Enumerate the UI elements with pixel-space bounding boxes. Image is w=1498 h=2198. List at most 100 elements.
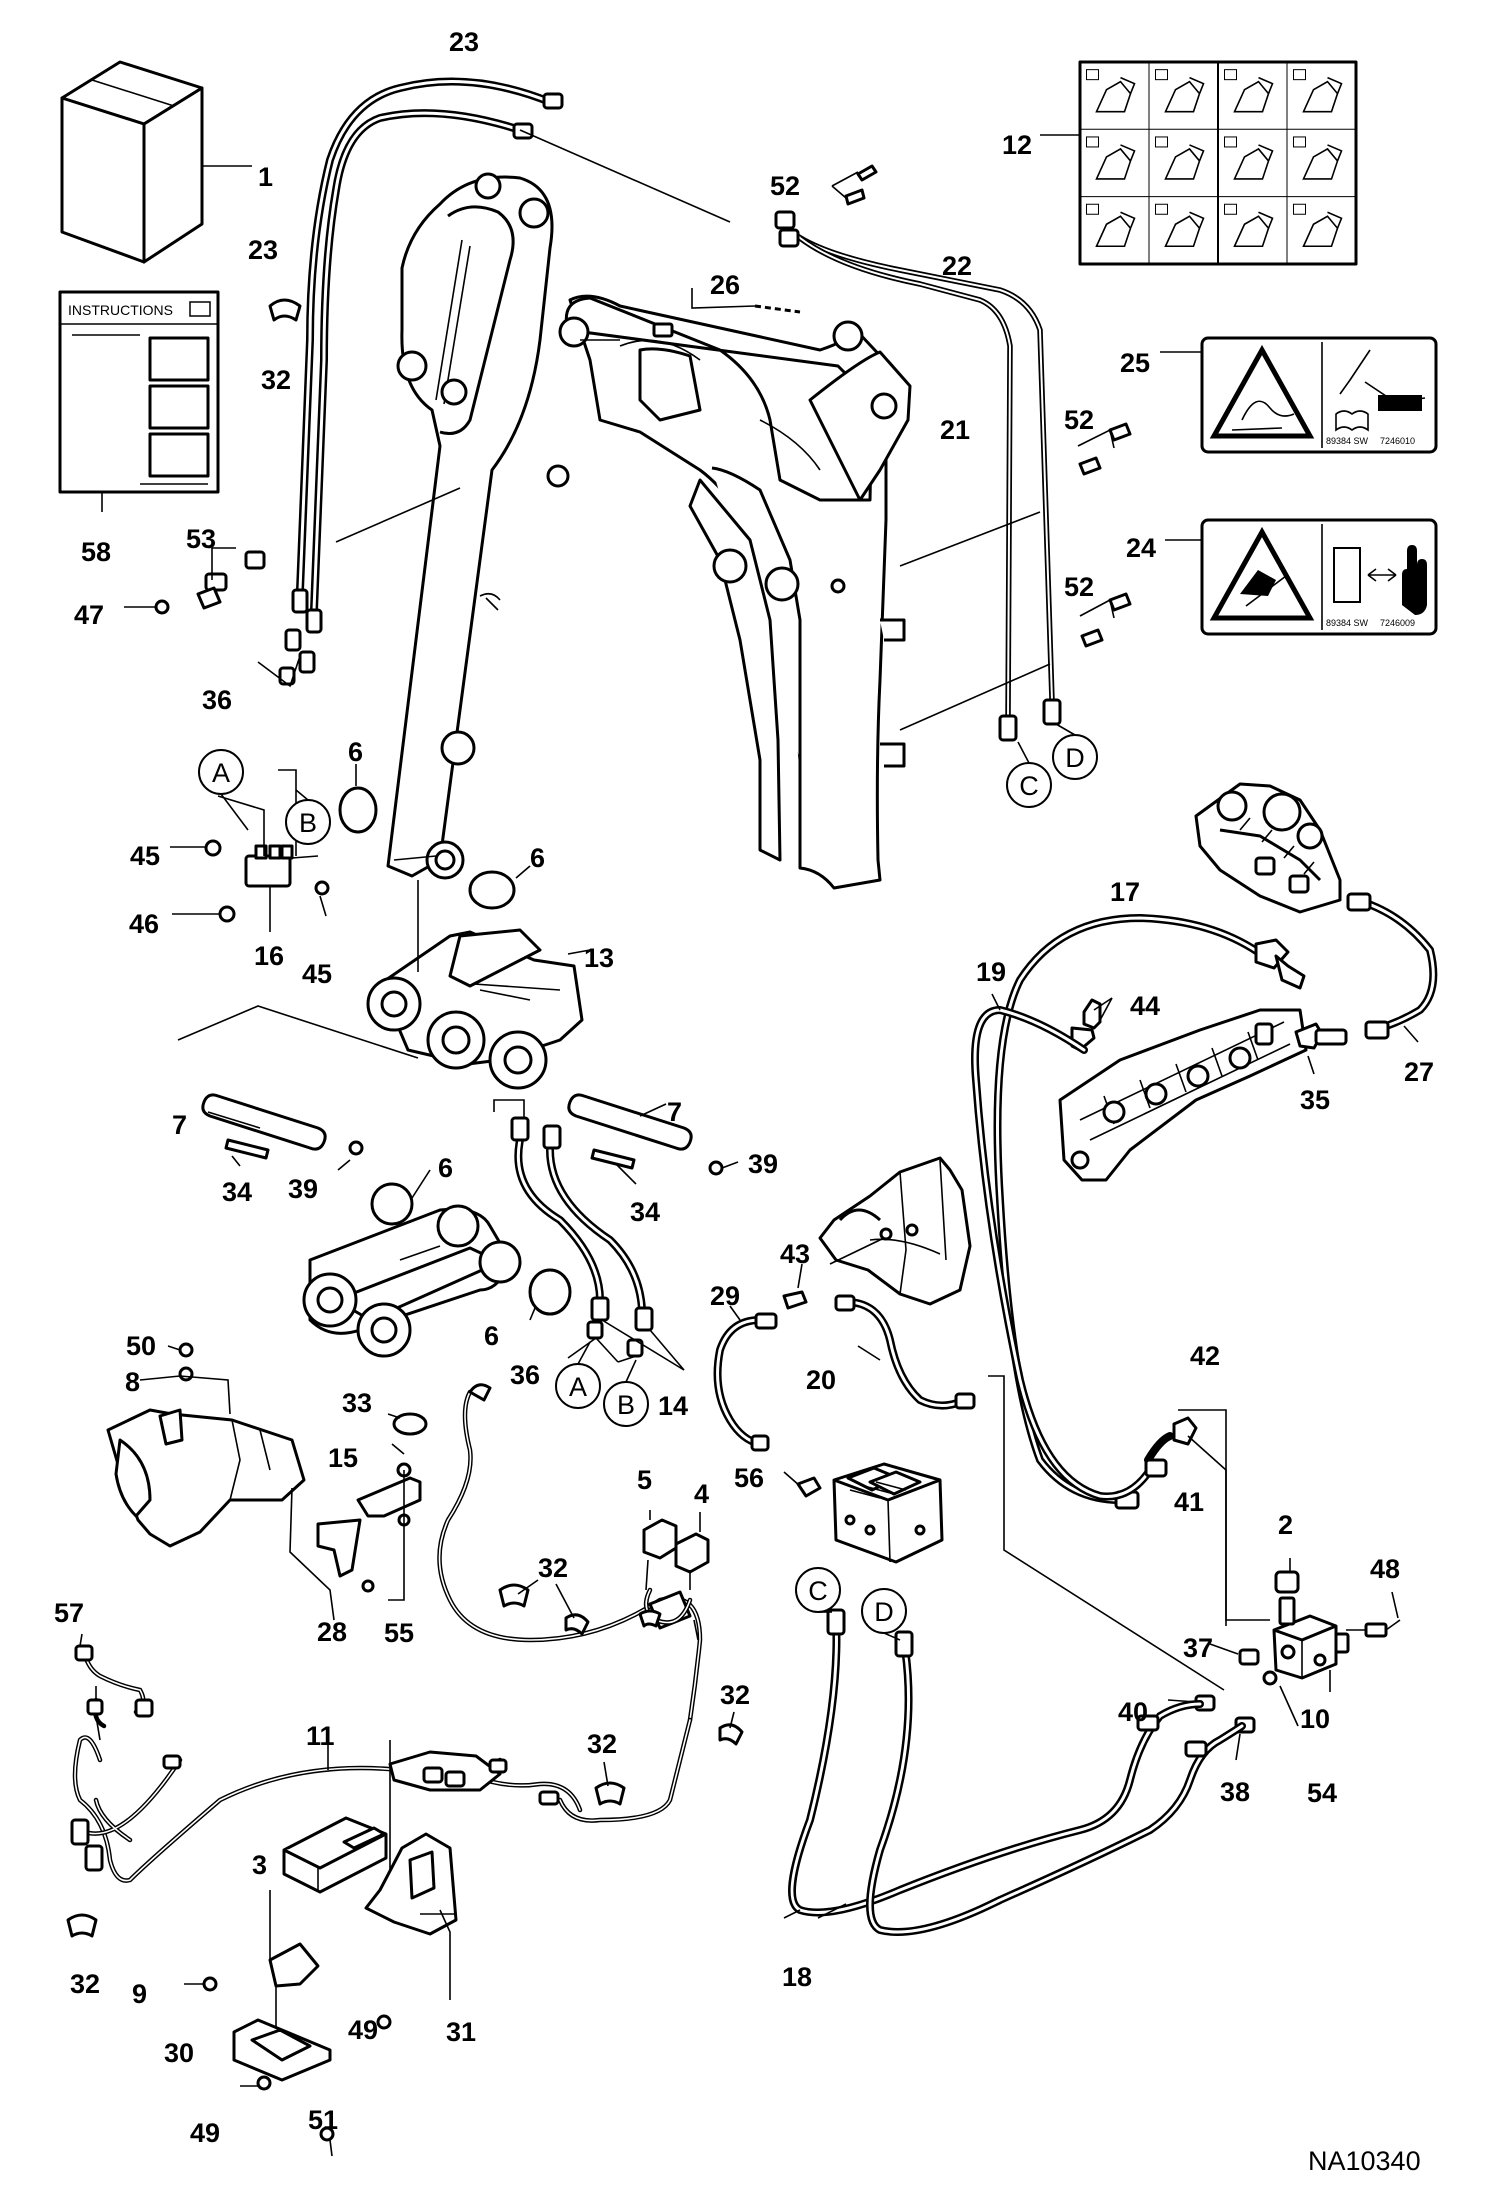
connection-label-d: D (1065, 743, 1085, 773)
callout-56: 56 (734, 1463, 764, 1493)
warning-decal-25: 89384 SW 7246010 (1160, 336, 1438, 454)
callout-31: 31 (446, 2017, 476, 2047)
callout-17: 17 (1110, 877, 1140, 907)
controller-3 (282, 1816, 388, 1894)
connection-c-2: C (795, 1567, 841, 1613)
callout-3: 3 (252, 1850, 267, 1880)
callout-32-5: 32 (70, 1969, 100, 1999)
switches-4-5 (638, 1510, 710, 1641)
callout-24: 24 (1126, 533, 1156, 563)
connection-c-1: C (1006, 762, 1052, 808)
hoses-20-29 (713, 1263, 976, 1498)
callout-27: 27 (1404, 1057, 1434, 1087)
callout-19: 19 (976, 957, 1006, 987)
callout-32-3: 32 (720, 1680, 750, 1710)
callout-54: 54 (1307, 1778, 1337, 1808)
decal-25-right-code: 7246010 (1380, 436, 1415, 446)
callout-57: 57 (54, 1598, 84, 1628)
manual-title: INSTRUCTIONS (68, 302, 173, 318)
connection-leader (625, 1359, 637, 1383)
sensor-harness-57 (74, 1633, 154, 1729)
callout-25: 25 (1120, 348, 1150, 378)
leader-20-10 (988, 1375, 1225, 1691)
callout-41: 41 (1174, 1487, 1204, 1517)
valve-block-44 (1058, 1008, 1308, 1182)
callout-52-2: 52 (1064, 405, 1094, 435)
wiring-harness-11 (70, 1383, 703, 1883)
clips-32-middle (498, 1579, 744, 1806)
callout-36-2: 36 (510, 1360, 540, 1390)
pin-7-left (177, 1005, 419, 1171)
coupler-13 (366, 880, 591, 1090)
bolt-26 (652, 288, 801, 338)
callout-53: 53 (186, 524, 216, 554)
connection-label-b: B (299, 808, 317, 838)
callout-6-2: 6 (530, 843, 545, 873)
connection-leader (220, 793, 249, 831)
callout-13: 13 (584, 943, 614, 973)
callout-23-2: 23 (248, 235, 278, 265)
hose-18 (783, 1608, 1246, 1936)
callout-33: 33 (342, 1388, 372, 1418)
callout-7: 7 (172, 1110, 187, 1140)
callout-2: 2 (1278, 1510, 1293, 1540)
callout-11: 11 (306, 1721, 335, 1751)
plug-32-bottom (66, 1913, 98, 1938)
callout-45-2: 45 (302, 959, 332, 989)
callout-35: 35 (1300, 1085, 1330, 1115)
callout-23: 23 (449, 27, 479, 57)
clip-52-mid (1077, 422, 1132, 476)
callout-42: 42 (1190, 1341, 1220, 1371)
callout-49-2: 49 (190, 2118, 220, 2148)
callout-5: 5 (637, 1465, 652, 1495)
callout-50: 50 (126, 1331, 156, 1361)
connection-label-c: C (808, 1576, 828, 1606)
decal-25-left-code: 89384 SW (1326, 436, 1369, 446)
callout-34: 34 (222, 1177, 252, 1207)
callout-6-4: 6 (484, 1321, 499, 1351)
callout-8: 8 (125, 1367, 140, 1397)
connection-leader (577, 1341, 591, 1365)
connection-leader (295, 789, 309, 801)
callout-22: 22 (942, 251, 972, 281)
callout-52: 52 (770, 171, 800, 201)
callout-49: 49 (348, 2015, 378, 2045)
clip-32-top (268, 298, 302, 322)
foot-pedal (832, 1462, 944, 1564)
callout-38: 38 (1220, 1777, 1250, 1807)
callout-16: 16 (254, 941, 284, 971)
callout-40: 40 (1118, 1697, 1148, 1727)
callout-48: 48 (1370, 1554, 1400, 1584)
connection-d-2: D (861, 1588, 907, 1634)
callout-58: 58 (81, 537, 111, 567)
callout-30: 30 (164, 2038, 194, 2068)
callout-47: 47 (74, 600, 104, 630)
hose-23 (257, 77, 731, 688)
box-part (60, 60, 252, 264)
connection-label-a: A (212, 758, 230, 788)
connection-label-c: C (1019, 771, 1039, 801)
callout-9: 9 (132, 1979, 147, 2009)
pin-7-right (567, 1093, 739, 1185)
callout-51: 51 (308, 2105, 338, 2135)
callout-28: 28 (317, 1617, 347, 1647)
hose-27 (1294, 892, 1438, 1075)
excavator-boom (386, 172, 570, 880)
tubes-21-22 (774, 210, 1062, 742)
callout-44: 44 (1130, 991, 1160, 1021)
callout-37: 37 (1183, 1633, 1213, 1663)
callout-52-3: 52 (1064, 572, 1094, 602)
connection-b-2: B (603, 1381, 649, 1427)
link-lower (302, 1204, 522, 1358)
hoses-14 (493, 1099, 685, 1371)
connection-label-a: A (569, 1372, 587, 1402)
callout-55: 55 (384, 1618, 414, 1648)
callout-39-2: 39 (748, 1149, 778, 1179)
mounting-brackets-30-31 (184, 1832, 458, 2157)
connection-leader (1055, 723, 1076, 736)
connection-a-2: A (555, 1363, 601, 1409)
callout-29: 29 (710, 1281, 740, 1311)
